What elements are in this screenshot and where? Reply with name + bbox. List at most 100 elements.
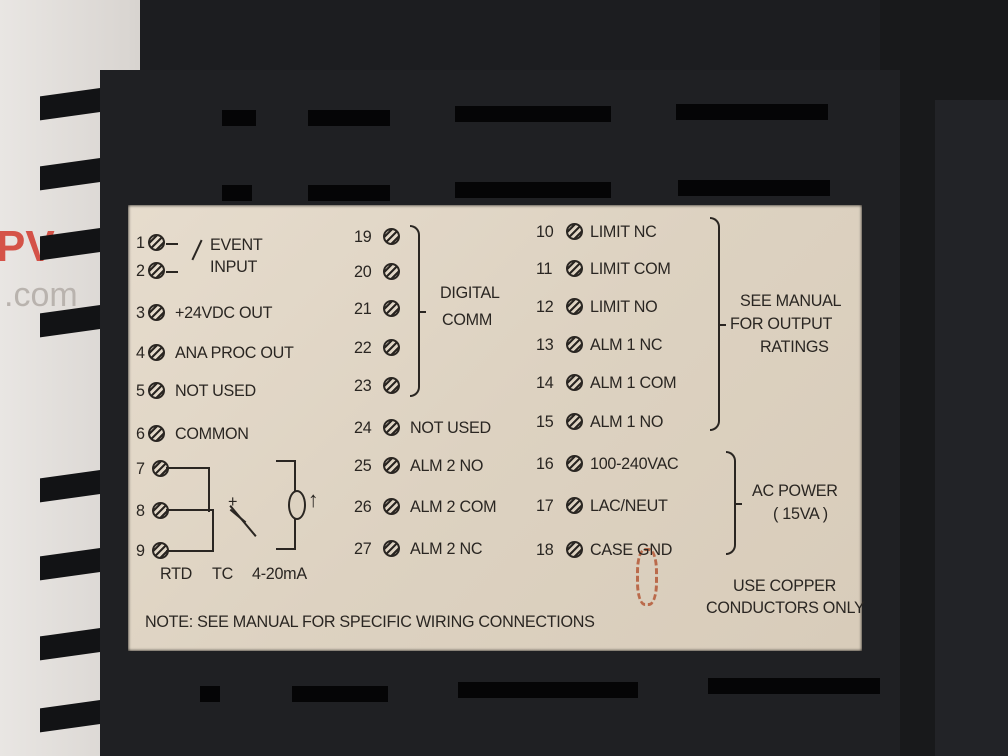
power-note-1: AC POWER [752,481,838,500]
screw-terminal-icon [383,457,400,474]
switch-lever [191,239,203,261]
screw-terminal-icon [383,419,400,436]
terminal-number: 5 [136,381,145,400]
screw-terminal-icon [566,497,583,514]
vent-slot [458,682,638,698]
terminal-number: 25 [354,456,372,475]
screw-terminal-icon [566,413,583,430]
ma-label: 4-20mA [252,564,307,583]
vent-slot [455,182,611,198]
output-note-3: RATINGS [760,337,829,356]
screw-terminal-icon [148,304,165,321]
footer-note: NOTE: SEE MANUAL FOR SPECIFIC WIRING CON… [145,612,595,631]
output-brace [710,217,726,431]
screw-terminal-icon [148,262,165,279]
terminal-number: 13 [536,335,554,354]
terminal-label: ALM 1 NC [590,335,663,354]
terminal-label: +24VDC OUT [175,303,273,322]
screw-terminal-icon [383,263,400,280]
screw-terminal-icon [383,228,400,245]
screw-terminal-icon [566,374,583,391]
terminal-number: 4 [136,343,145,362]
terminal-number: 19 [354,227,372,246]
screw-terminal-icon [148,344,165,361]
rtd-wire [212,509,214,551]
wiring-label: EVENT INPUT DIGITAL COMM SEE MANUAL FOR … [128,205,865,651]
arrow-up-icon: ↑ [308,487,319,512]
terminal-number: 14 [536,373,554,392]
terminal-label: ALM 1 COM [590,373,677,392]
terminal-number: 26 [354,497,372,516]
watermark-domain: .com [4,276,78,314]
vent-slot [708,678,880,694]
tc-label: TC [212,564,233,583]
terminal-label: LAC/NEUT [590,496,668,515]
switch-wire [166,271,178,273]
terminal-number: 11 [536,259,553,278]
power-note-2: ( 15VA ) [773,504,828,523]
copper-note-2: CONDUCTORS ONLY [706,598,865,617]
tc-symbol [229,508,247,524]
screw-terminal-icon [152,460,169,477]
terminal-number: 10 [536,222,554,241]
terminal-number: 16 [536,454,554,473]
device-side-panel [935,100,1008,756]
terminal-label: ALM 1 NO [590,412,664,431]
terminal-label: ALM 2 COM [410,497,497,516]
switch-wire [166,243,178,245]
terminal-number: 21 [354,299,372,318]
terminal-label: LIMIT NO [590,297,658,316]
screw-terminal-icon [566,260,583,277]
event-input-label-2: INPUT [210,257,258,276]
vent-slot [200,686,220,702]
vent-slot [308,185,390,201]
terminal-label: CASE GND [590,540,673,559]
terminal-number: 12 [536,297,554,316]
vent-slot [678,180,830,196]
terminal-label: LIMIT COM [590,259,671,278]
output-note-2: FOR OUTPUT [730,314,833,333]
terminal-number: 18 [536,540,554,559]
stain [636,548,658,606]
screw-terminal-icon [566,336,583,353]
terminal-label: ALM 2 NC [410,539,483,558]
digital-comm-label-2: COMM [442,310,492,329]
terminal-label: LIMIT NC [590,222,657,241]
rtd-wire [166,467,208,469]
terminal-number: 9 [136,541,145,560]
rtd-label: RTD [160,564,193,583]
screw-terminal-icon [566,298,583,315]
power-brace [726,451,742,555]
screw-terminal-icon [383,540,400,557]
screw-terminal-icon [383,498,400,515]
terminal-number: 23 [354,376,372,395]
digital-comm-label-1: DIGITAL [440,283,500,302]
terminal-number: 2 [136,261,145,280]
vent-slot [222,110,256,126]
digital-comm-brace [410,225,426,397]
terminal-number: 22 [354,338,372,357]
screw-terminal-icon [152,502,169,519]
screw-terminal-icon [383,377,400,394]
copper-note-1: USE COPPER [733,576,837,595]
terminal-number: 7 [136,459,145,478]
terminal-label: 100-240VAC [590,454,679,473]
rtd-resistor [208,467,210,512]
terminal-number: 17 [536,496,554,515]
rtd-wire [166,509,214,511]
screw-terminal-icon [566,455,583,472]
screw-terminal-icon [383,300,400,317]
terminal-number: 24 [354,418,372,437]
vent-slot [292,686,388,702]
screw-terminal-icon [148,234,165,251]
screw-terminal-icon [148,382,165,399]
screw-terminal-icon [566,541,583,558]
screw-terminal-icon [566,223,583,240]
output-note-1: SEE MANUAL [740,291,842,310]
ma-wire [276,548,296,550]
terminal-number: 1 [136,233,145,252]
terminal-number: 3 [136,303,145,322]
terminal-number: 15 [536,412,554,431]
terminal-label: NOT USED [410,418,491,437]
rtd-wire [166,550,214,552]
